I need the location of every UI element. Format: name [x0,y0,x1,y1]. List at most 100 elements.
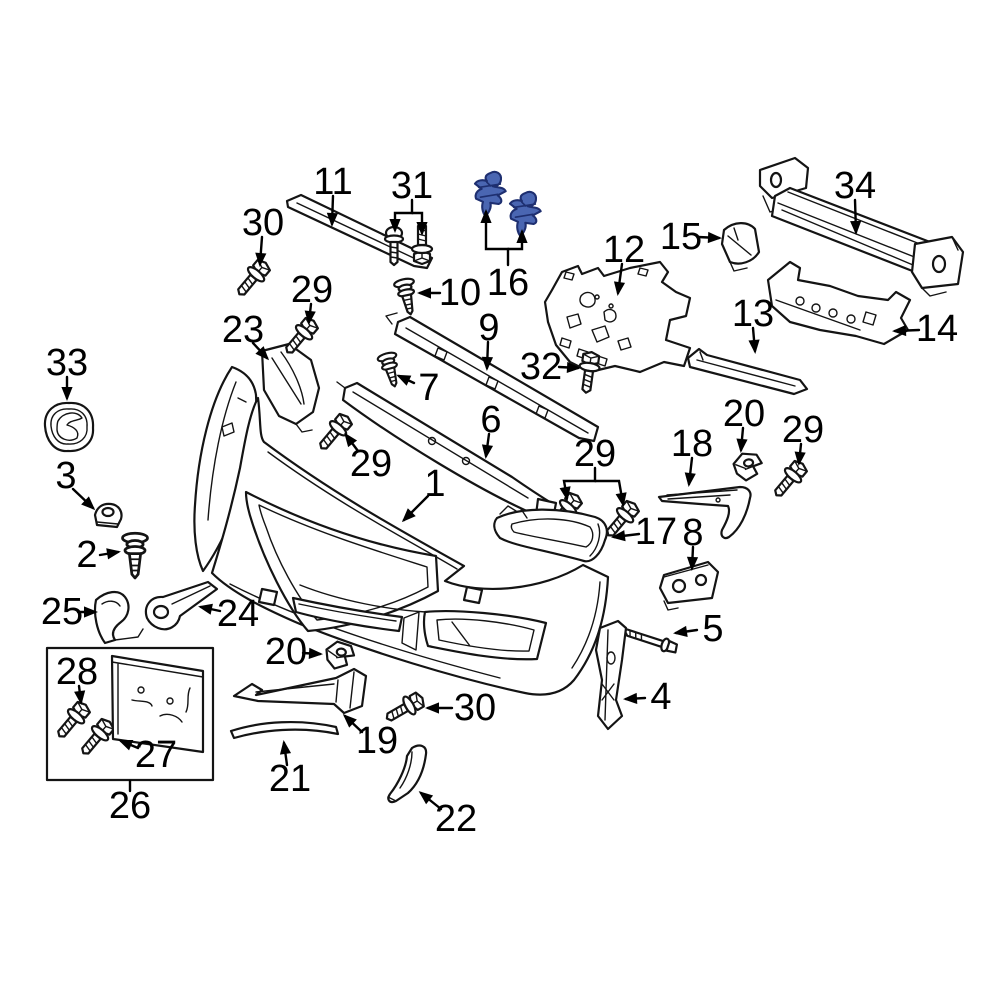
part-22-corner-bracket[interactable] [387,744,428,804]
part-callout-33[interactable]: 33 [46,342,88,401]
part-label-27[interactable]: 27 [135,734,177,776]
part-label-29-a[interactable]: 29 [291,269,333,311]
part-label-17[interactable]: 17 [635,511,677,553]
part-label-15[interactable]: 15 [660,216,702,258]
part-label-23[interactable]: 23 [222,309,264,351]
part-callout-24[interactable]: 24 [198,593,259,635]
part-label-5[interactable]: 5 [702,608,723,650]
part-callout-12[interactable]: 12 [603,229,645,296]
part-24-bracket[interactable] [144,580,219,631]
part-callout-6[interactable]: 6 [480,399,502,459]
part-callout-10[interactable]: 10 [417,272,481,314]
part-2-clip[interactable] [121,531,149,580]
part-callout-18[interactable]: 18 [671,423,713,487]
part-28-bolt[interactable] [50,697,95,744]
part-16-clip-1[interactable] [469,168,510,220]
part-label-7[interactable]: 7 [418,367,439,409]
part-14-absorber-bracket[interactable] [766,260,912,346]
part-10-clip[interactable] [392,276,422,318]
part-callout-20-b[interactable]: 20 [265,631,323,673]
part-13-retainer-strip[interactable] [686,347,809,396]
part-17-grille-surround[interactable] [493,505,608,563]
part-label-14[interactable]: 14 [916,308,958,350]
part-callout-28[interactable]: 28 [56,651,98,705]
part-callout-7[interactable]: 7 [396,367,440,409]
part-label-24[interactable]: 24 [217,593,259,635]
part-label-21[interactable]: 21 [269,758,311,800]
part-33-emblem[interactable] [43,401,95,453]
part-callout-19[interactable]: 19 [342,713,398,762]
part-callout-32[interactable]: 32 [520,346,581,388]
part-callout-11[interactable]: 11 [313,161,353,227]
part-12-under-cover[interactable] [543,260,692,374]
part-callout-29-c[interactable]: 29 [559,433,627,507]
part-label-10[interactable]: 10 [439,272,481,314]
part-label-19[interactable]: 19 [356,720,398,762]
part-callout-9[interactable]: 9 [478,307,500,371]
part-callout-3[interactable]: 3 [55,455,96,511]
part-callout-16[interactable]: 16 [480,209,529,304]
part-label-32[interactable]: 32 [520,346,562,388]
part-4-side-bracket[interactable] [594,619,628,731]
part-9-upper-retainer[interactable] [385,312,600,443]
part-callout-30-a[interactable]: 30 [242,202,284,267]
part-8-bracket[interactable] [658,560,720,611]
part-label-3[interactable]: 3 [55,455,76,497]
part-label-25[interactable]: 25 [41,591,83,633]
part-20-clip-a[interactable] [731,450,765,483]
part-callout-27[interactable]: 27 [118,734,177,776]
part-19-air-duct[interactable] [232,667,368,715]
part-7-clip[interactable] [375,350,406,390]
part-label-6[interactable]: 6 [480,399,501,441]
part-label-20-a[interactable]: 20 [723,393,765,435]
part-callout-2[interactable]: 2 [76,534,121,576]
part-16-clip-2[interactable] [504,188,545,240]
part-callout-20-a[interactable]: 20 [723,393,765,453]
part-callout-34[interactable]: 34 [834,165,876,235]
part-label-34[interactable]: 34 [834,165,876,207]
part-callout-1[interactable]: 1 [401,463,446,523]
part-label-29-c[interactable]: 29 [574,433,616,475]
part-1-bumper-cover[interactable] [193,365,610,696]
part-label-2[interactable]: 2 [76,534,97,576]
part-label-18[interactable]: 18 [671,423,713,465]
part-20-clip-b[interactable] [323,639,357,672]
part-label-28[interactable]: 28 [56,651,98,693]
part-21-lower-strip[interactable] [229,721,340,740]
part-label-31[interactable]: 31 [391,165,433,207]
part-label-26[interactable]: 26 [109,785,151,827]
part-callout-13[interactable]: 13 [732,293,774,354]
part-label-30-b[interactable]: 30 [454,687,496,729]
part-label-29-b[interactable]: 29 [350,443,392,485]
part-23-corner-bracket[interactable] [260,342,321,433]
part-label-33[interactable]: 33 [46,342,88,384]
part-26-license-bracket[interactable] [110,654,205,754]
part-label-13[interactable]: 13 [732,293,774,335]
part-callout-31[interactable]: 31 [389,165,433,236]
part-label-9[interactable]: 9 [478,307,499,349]
part-label-8[interactable]: 8 [682,512,703,554]
part-label-29-d[interactable]: 29 [782,409,824,451]
part-25-bracket[interactable] [93,590,144,645]
part-label-20-b[interactable]: 20 [265,631,307,673]
part-callout-22[interactable]: 22 [418,791,477,840]
part-label-11[interactable]: 11 [313,161,352,203]
part-label-22[interactable]: 22 [435,798,477,840]
part-29-bolt-d[interactable] [767,456,812,503]
part-callout-17[interactable]: 17 [611,511,677,553]
part-label-16[interactable]: 16 [487,262,529,304]
part-3-clip-nut[interactable] [93,502,123,529]
part-callout-4[interactable]: 4 [623,676,672,718]
part-callout-23[interactable]: 23 [222,309,270,361]
part-30-bolt-a[interactable] [230,255,275,302]
part-callout-29-d[interactable]: 29 [782,409,824,466]
part-26-kit-box[interactable] [45,646,215,782]
part-callout-30-b[interactable]: 30 [425,687,496,729]
part-callout-29-a[interactable]: 29 [291,269,333,325]
part-label-12[interactable]: 12 [603,229,645,271]
part-label-4[interactable]: 4 [650,676,671,718]
part-label-1[interactable]: 1 [424,463,445,505]
part-callout-8[interactable]: 8 [682,512,704,571]
part-callout-14[interactable]: 14 [892,308,958,350]
part-5-screw[interactable] [622,624,680,656]
